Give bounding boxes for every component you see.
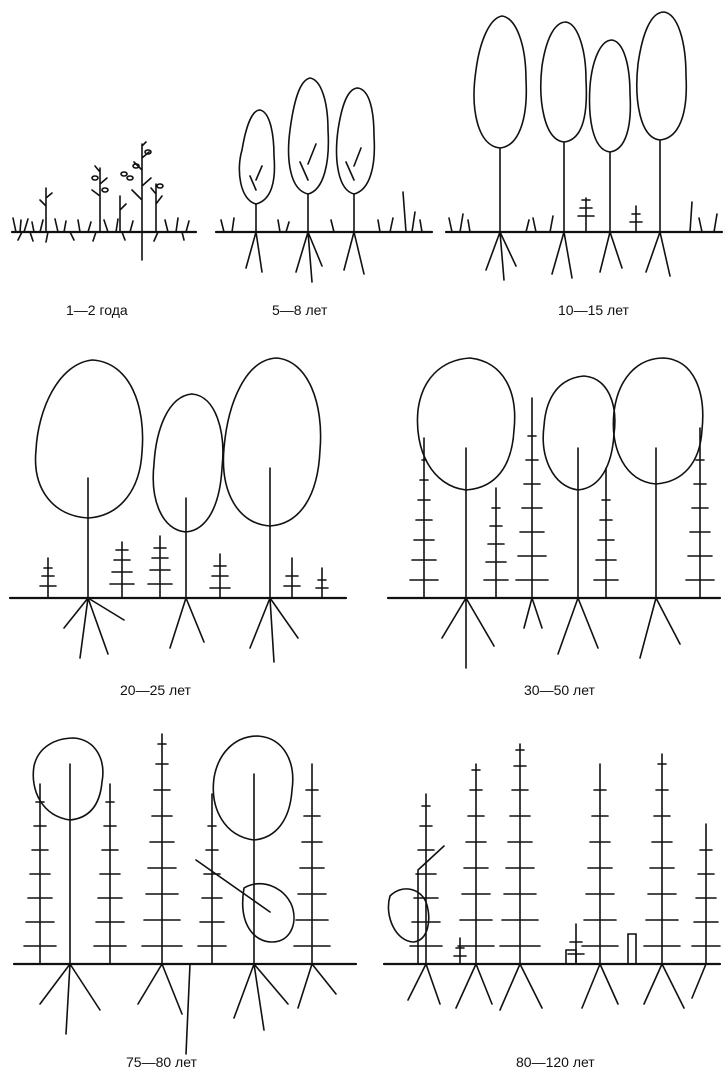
stage-caption-5-8-years: 5—8 лет <box>272 302 327 318</box>
stage-panel-5-8-years: 5—8 лет <box>210 0 450 330</box>
stage-caption-80-120-years: 80—120 лет <box>516 1054 595 1070</box>
stage-panel-1-2-years: 1—2 года <box>0 0 230 330</box>
stage-drawing-75-80-years <box>0 720 370 1077</box>
stage-caption-30-50-years: 30—50 лет <box>524 682 595 698</box>
stage-drawing-80-120-years <box>380 720 724 1077</box>
stage-drawing-20-25-years <box>0 340 360 700</box>
stage-drawing-1-2-years <box>0 0 230 330</box>
stage-drawing-10-15-years <box>440 0 724 330</box>
stage-drawing-30-50-years <box>380 340 724 700</box>
stage-panel-75-80-years: 75—80 лет <box>0 720 370 1077</box>
stage-caption-20-25-years: 20—25 лет <box>120 682 191 698</box>
stage-panel-80-120-years: 80—120 лет <box>380 720 724 1077</box>
stage-caption-10-15-years: 10—15 лет <box>558 302 629 318</box>
stage-caption-1-2-years: 1—2 года <box>66 302 128 318</box>
stage-panel-20-25-years: 20—25 лет <box>0 340 360 700</box>
stage-caption-75-80-years: 75—80 лет <box>126 1054 197 1070</box>
stage-drawing-5-8-years <box>210 0 450 330</box>
stage-panel-10-15-years: 10—15 лет <box>440 0 724 330</box>
stage-panel-30-50-years: 30—50 лет <box>380 340 724 700</box>
